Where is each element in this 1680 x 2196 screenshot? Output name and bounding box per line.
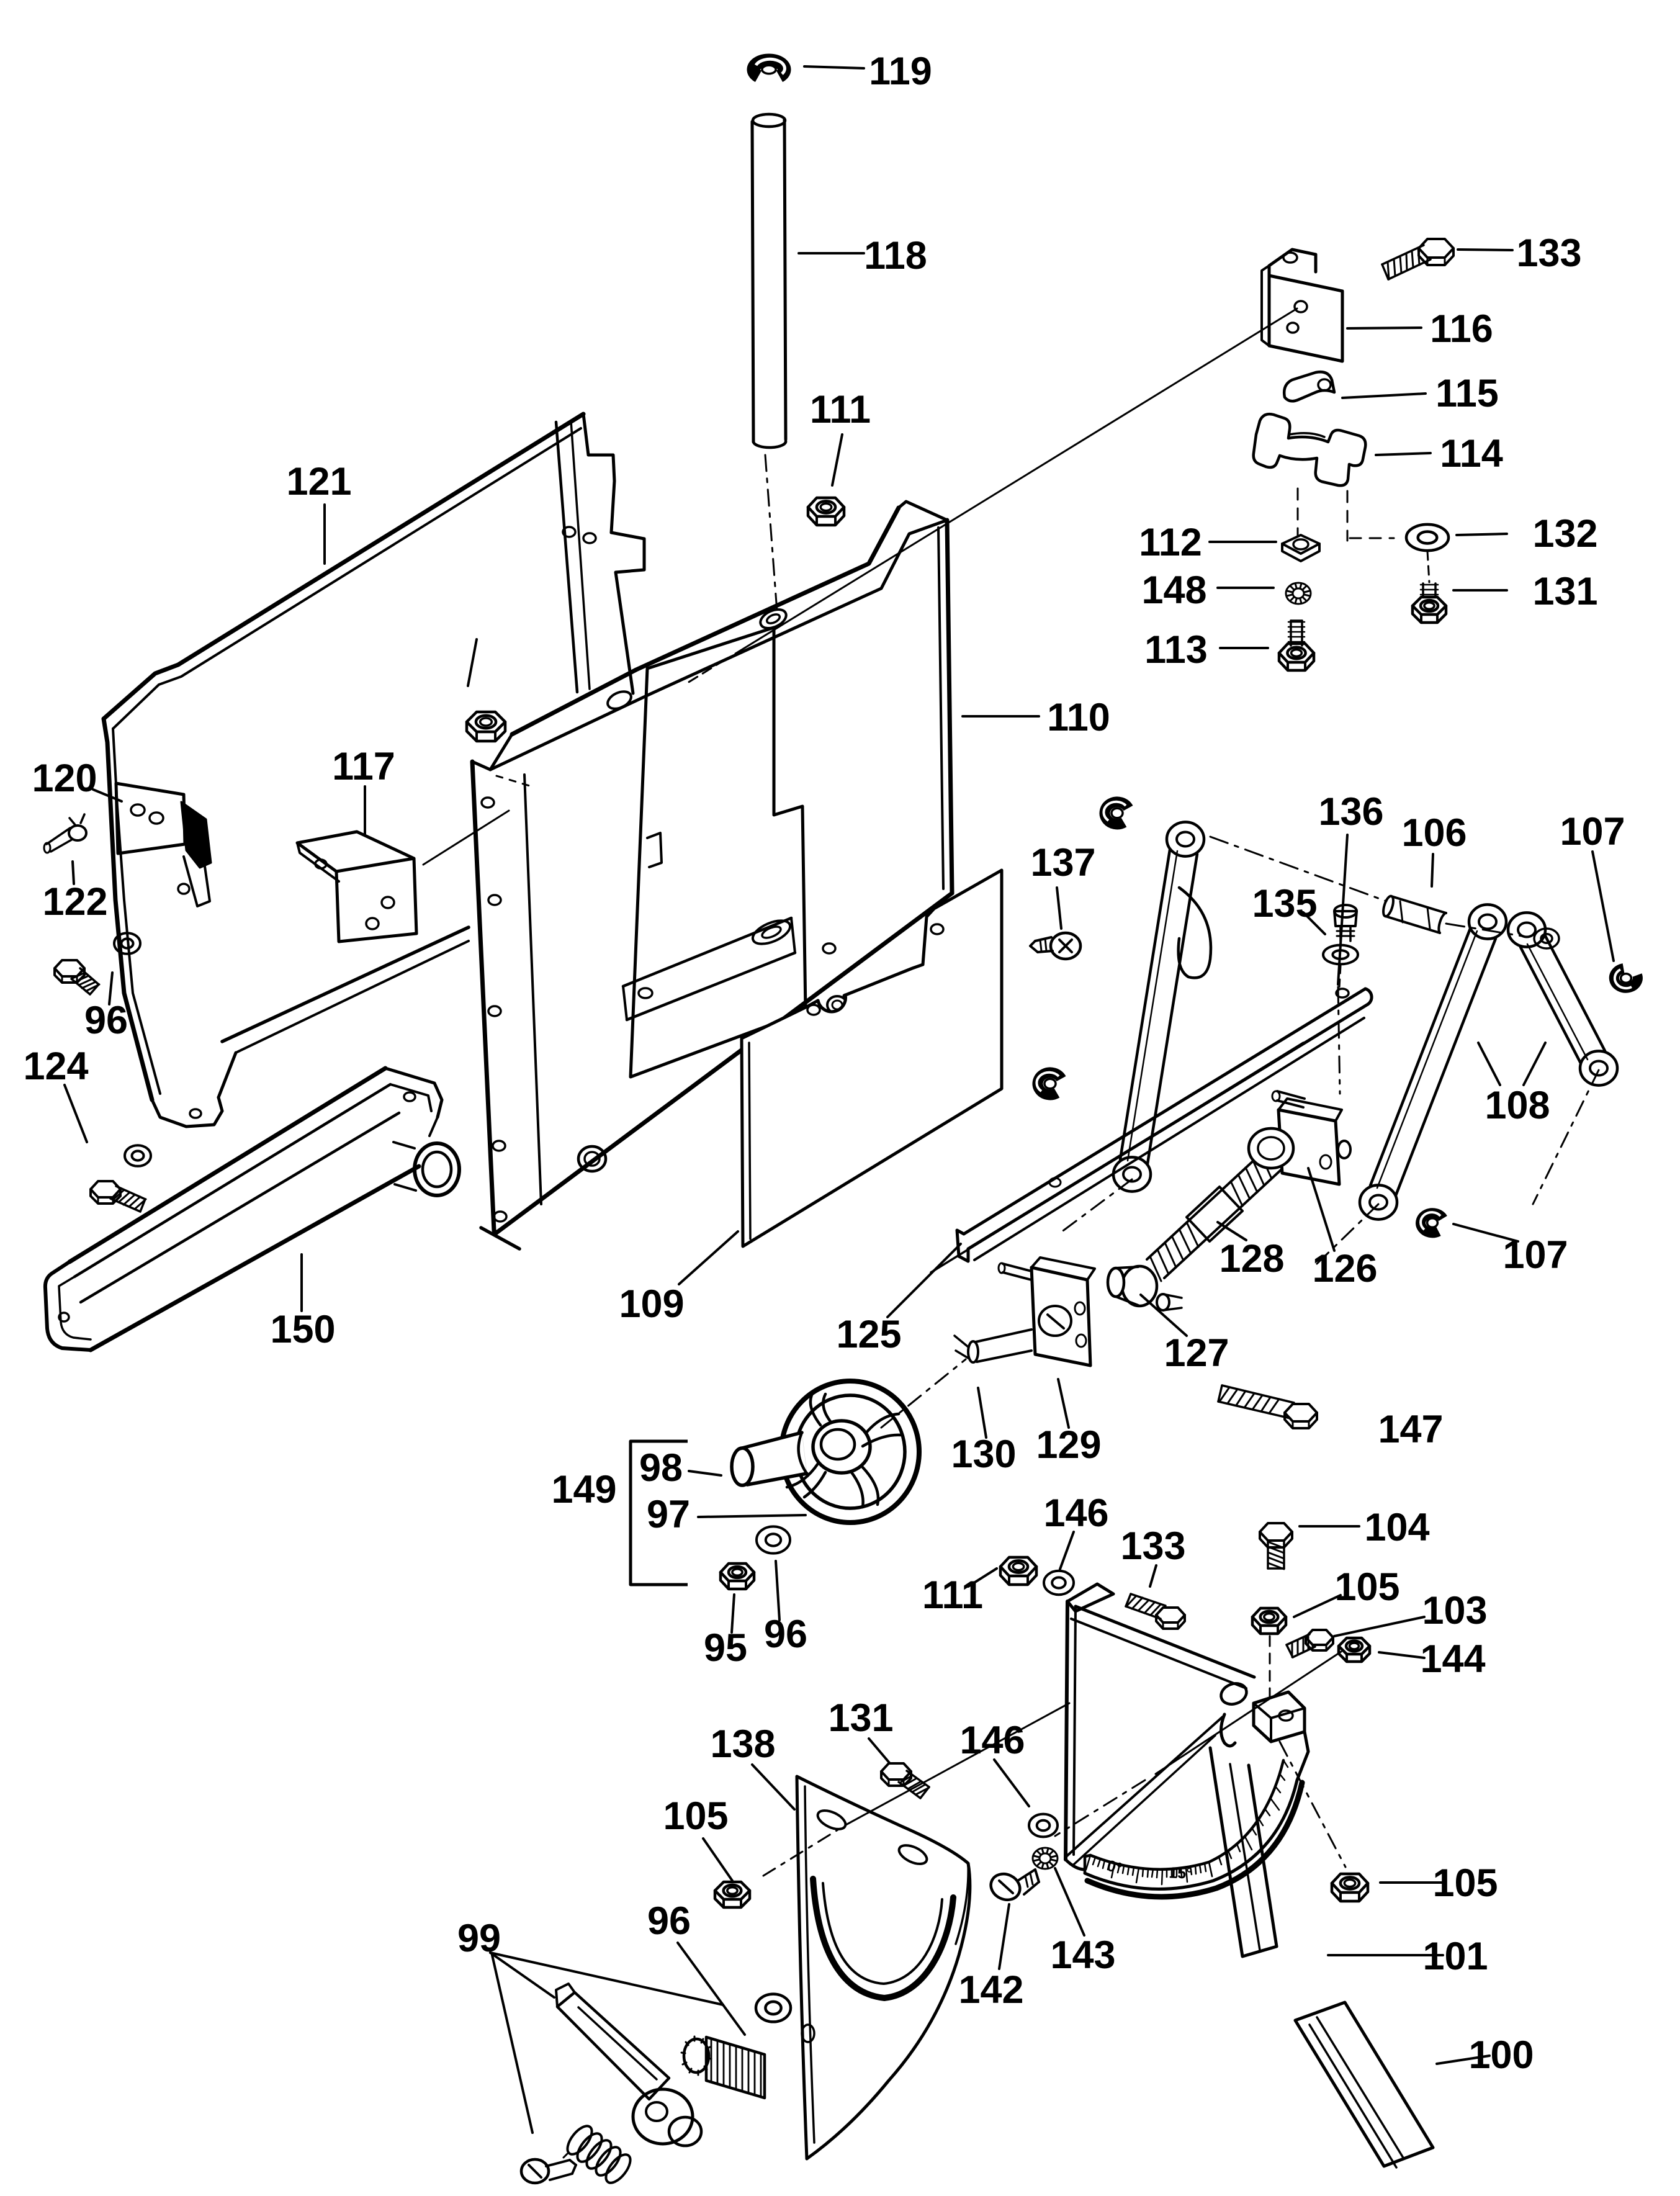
svg-text:124: 124 <box>23 1045 88 1088</box>
svg-text:133: 133 <box>1120 1524 1185 1568</box>
svg-text:107: 107 <box>1503 1233 1568 1277</box>
svg-text:122: 122 <box>42 880 107 924</box>
svg-text:131: 131 <box>828 1696 893 1740</box>
svg-text:142: 142 <box>958 1968 1023 2012</box>
svg-text:114: 114 <box>1440 432 1503 475</box>
svg-text:128: 128 <box>1219 1237 1284 1280</box>
svg-text:96: 96 <box>84 999 128 1042</box>
svg-text:147: 147 <box>1378 1408 1443 1451</box>
svg-text:103: 103 <box>1422 1589 1487 1632</box>
svg-text:105: 105 <box>1334 1565 1399 1609</box>
svg-text:115: 115 <box>1435 372 1499 415</box>
svg-text:127: 127 <box>1164 1331 1229 1375</box>
svg-text:109: 109 <box>619 1282 684 1326</box>
svg-text:146: 146 <box>959 1719 1025 1762</box>
svg-text:96: 96 <box>764 1613 807 1656</box>
svg-text:136: 136 <box>1318 790 1383 834</box>
svg-text:118: 118 <box>864 234 927 277</box>
svg-text:113: 113 <box>1144 628 1208 672</box>
svg-text:108: 108 <box>1485 1084 1550 1127</box>
svg-text:111: 111 <box>810 388 871 431</box>
svg-text:105: 105 <box>663 1794 728 1838</box>
svg-text:148: 148 <box>1141 569 1206 612</box>
svg-text:101: 101 <box>1422 1935 1488 1978</box>
svg-text:131: 131 <box>1532 570 1597 613</box>
svg-text:143: 143 <box>1050 1933 1115 1977</box>
svg-text:116: 116 <box>1430 307 1493 351</box>
svg-text:144: 144 <box>1420 1637 1485 1681</box>
svg-text:96: 96 <box>647 1899 691 1943</box>
svg-text:132: 132 <box>1532 512 1597 556</box>
svg-text:106: 106 <box>1401 811 1467 855</box>
svg-text:100: 100 <box>1468 2033 1534 2077</box>
svg-text:98: 98 <box>639 1446 683 1490</box>
svg-text:15°: 15° <box>1169 1864 1193 1882</box>
svg-text:110: 110 <box>1047 696 1110 739</box>
svg-text:146: 146 <box>1043 1492 1108 1535</box>
svg-text:120: 120 <box>32 757 97 800</box>
svg-text:104: 104 <box>1364 1506 1429 1549</box>
svg-text:97: 97 <box>647 1493 690 1536</box>
svg-text:117: 117 <box>332 745 395 788</box>
svg-text:125: 125 <box>836 1313 901 1356</box>
svg-text:126: 126 <box>1312 1247 1377 1290</box>
svg-text:99: 99 <box>457 1917 501 1960</box>
svg-text:137: 137 <box>1030 841 1095 884</box>
svg-text:111: 111 <box>922 1573 983 1617</box>
svg-text:149: 149 <box>551 1468 616 1511</box>
svg-text:95: 95 <box>704 1626 747 1670</box>
svg-text:150: 150 <box>270 1308 335 1351</box>
svg-text:119: 119 <box>869 50 932 93</box>
svg-text:138: 138 <box>710 1722 775 1766</box>
svg-text:130: 130 <box>951 1433 1016 1476</box>
svg-text:107: 107 <box>1560 810 1625 853</box>
svg-text:133: 133 <box>1516 232 1581 275</box>
svg-text:105: 105 <box>1432 1861 1498 1905</box>
svg-text:129: 129 <box>1036 1423 1101 1467</box>
svg-text:135: 135 <box>1252 882 1317 925</box>
svg-text:121: 121 <box>286 460 351 503</box>
svg-text:112: 112 <box>1139 521 1202 564</box>
